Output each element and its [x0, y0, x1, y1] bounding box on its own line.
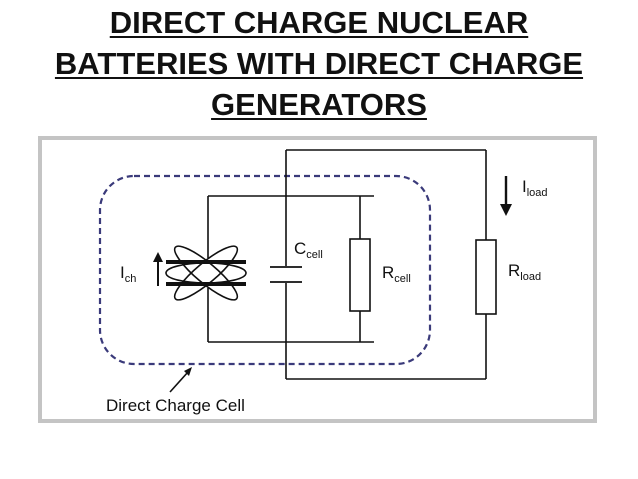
load-resistor-symbol — [475, 239, 497, 315]
load-resistor-label: Rload — [508, 261, 541, 283]
load-current-label: Iload — [522, 177, 548, 199]
load-circuit-wires — [285, 149, 487, 380]
cell-dashed-outline — [98, 174, 432, 366]
source-current-arrow-icon — [153, 252, 163, 286]
title-line-3: GENERATORS — [211, 87, 427, 122]
capacitor-symbol — [270, 266, 302, 283]
caption-pointer-arrow-icon — [169, 367, 192, 393]
circuit-diagram: Ich Ccell Rcell Rload Iload — [38, 136, 597, 423]
load-current-arrow-icon — [500, 176, 512, 216]
inner-circuit-wires — [207, 195, 374, 343]
cell-resistor-label: Rcell — [382, 263, 411, 285]
current-source-atom-icon — [165, 245, 247, 301]
source-current-label: Ich — [120, 263, 136, 285]
cell-resistor-symbol — [349, 238, 371, 312]
slide-title: DIRECT CHARGE NUCLEAR BATTERIES WITH DIR… — [0, 2, 638, 125]
title-line-2: BATTERIES WITH DIRECT CHARGE — [54, 46, 584, 81]
cell-caption: Direct Charge Cell — [106, 396, 245, 415]
capacitor-label: Ccell — [294, 239, 323, 261]
diagram-frame-border — [38, 136, 597, 423]
title-line-1: DIRECT CHARGE NUCLEAR — [109, 5, 529, 40]
